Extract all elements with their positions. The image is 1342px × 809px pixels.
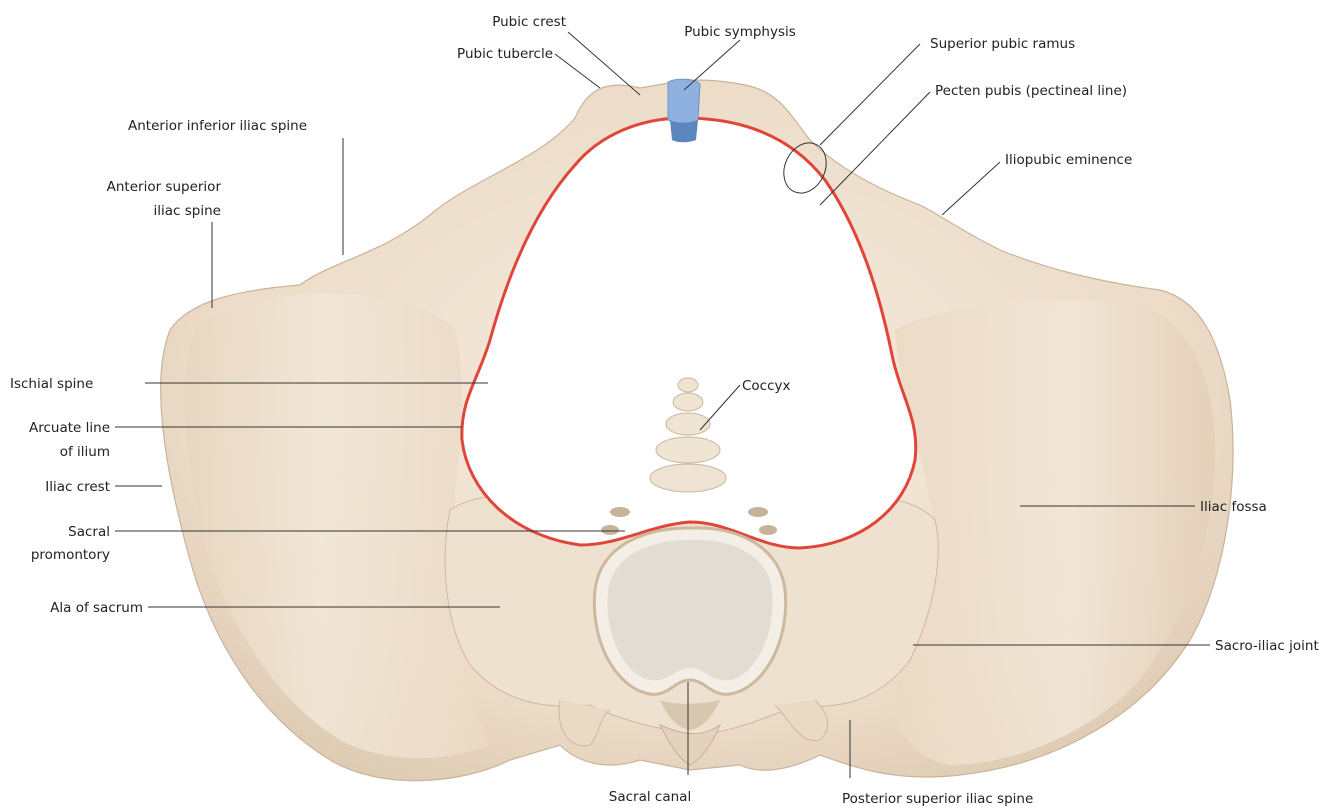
left-iliac-wing (184, 294, 490, 758)
vertebral-body-inner (608, 540, 773, 681)
label-iliac-crest: Iliac crest (45, 479, 110, 495)
label-coccyx: Coccyx (742, 378, 791, 394)
label-pubic-crest: Pubic crest (492, 14, 566, 30)
label-arcuate-line-line1: Arcuate line (29, 420, 110, 436)
label-pecten-pubis: Pecten pubis (pectineal line) (935, 83, 1127, 99)
pubic-symphysis-lower (670, 120, 698, 142)
label-anterior-superior-iliac-spine-line2: iliac spine (154, 203, 221, 219)
label-anterior-inferior-iliac-spine: Anterior inferior iliac spine (128, 118, 307, 134)
label-sacro-iliac-joint: Sacro-iliac joint (1215, 638, 1319, 654)
label-sacral-canal: Sacral canal (609, 789, 691, 805)
label-iliac-fossa: Iliac fossa (1200, 499, 1267, 515)
label-ischial-spine: Ischial spine (10, 376, 93, 392)
label-pubic-symphysis: Pubic symphysis (684, 24, 796, 40)
label-sacral-promontory-line2: promontory (31, 547, 110, 563)
pubic-symphysis (668, 79, 700, 123)
label-sacral-promontory-line1: Sacral (68, 524, 110, 540)
label-pubic-tubercle: Pubic tubercle (457, 46, 553, 62)
label-posterior-superior-iliac-spine: Posterior superior iliac spine (842, 791, 1033, 807)
label-ala-of-sacrum: Ala of sacrum (50, 600, 143, 616)
label-arcuate-line-line2: of ilium (60, 444, 110, 460)
label-iliopubic-eminence: Iliopubic eminence (1005, 152, 1132, 168)
label-anterior-superior-iliac-spine-line1: Anterior superior (107, 179, 222, 195)
label-superior-pubic-ramus: Superior pubic ramus (930, 36, 1075, 52)
right-iliac-wing (895, 300, 1215, 765)
